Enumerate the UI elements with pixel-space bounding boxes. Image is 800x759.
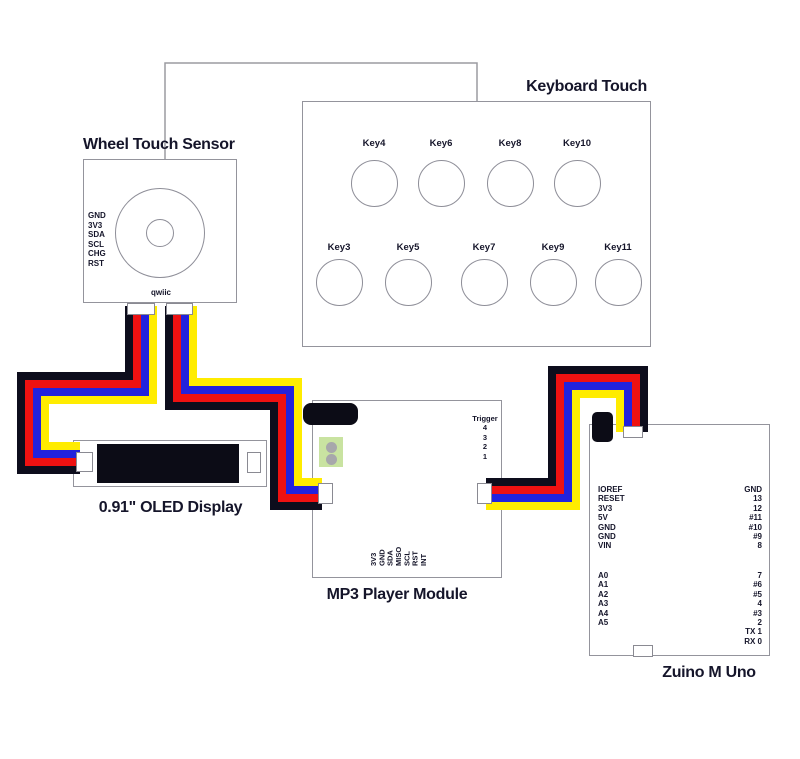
- pin-label: #3: [753, 608, 762, 618]
- pin-label: 3V3: [598, 503, 613, 513]
- pin-label: 4: [757, 599, 762, 609]
- mp3-audio-jack: [303, 403, 358, 425]
- wheel-pin-label: CHG: [88, 249, 106, 259]
- mp3-trigger-pins: 4 3 2 1: [455, 423, 515, 461]
- mp3-player-title: MP3 Player Module: [326, 586, 468, 603]
- trigger-pin-label: 1: [482, 451, 488, 461]
- pin-label: #5: [753, 589, 762, 599]
- pin-label: IOREF: [598, 485, 623, 494]
- wheel-qwiic-connector-left: [127, 303, 155, 315]
- zuino-digital-pins-top: GND 13 12 #11 #10 #9 8: [702, 485, 762, 551]
- pin-label: #10: [748, 522, 762, 532]
- pin-label: 7: [757, 571, 762, 580]
- wheel-pin-label: SCL: [88, 239, 104, 249]
- trigger-pin-label: 4: [482, 423, 488, 432]
- pin-label: A0: [598, 571, 609, 580]
- terminal-hole: [325, 453, 337, 465]
- key-label: Key9: [541, 242, 565, 253]
- zuino-power-pins: IOREF RESET 3V3 5V GND GND VIN: [598, 485, 625, 551]
- mp3-connector-left: [318, 483, 333, 504]
- pin-label: GND: [598, 522, 616, 532]
- key-pad-circle: [594, 259, 642, 306]
- key-label: Key6: [429, 138, 453, 149]
- terminal-hole: [325, 442, 337, 453]
- pin-label: 8: [757, 541, 762, 551]
- wheel-pin-label: RST: [88, 258, 104, 268]
- key-pad-circle: [553, 159, 601, 207]
- wheel-pin-label: 3V3: [88, 220, 103, 230]
- trigger-pin-label: 3: [482, 432, 488, 442]
- key-label: Key5: [396, 242, 420, 253]
- pin-label: A3: [598, 599, 609, 609]
- pin-label: GND: [744, 485, 762, 494]
- wheel-pin-label: GND: [88, 211, 106, 220]
- pin-label: #11: [749, 513, 762, 523]
- pin-label: 2: [757, 618, 762, 628]
- key-pad-circle: [460, 259, 508, 306]
- wheel-inner-circle: [145, 219, 174, 247]
- oled-display-title: 0.91" OLED Display: [98, 499, 243, 516]
- key-pad-circle: [417, 159, 465, 207]
- key-label: Key7: [472, 242, 496, 253]
- zuino-analog-pins: A0 A1 A2 A3 A4 A5: [598, 571, 608, 627]
- wheel-pin-label: SDA: [88, 230, 105, 240]
- oled-connector-right: [247, 452, 261, 473]
- qwiic-connector-label: qwiic: [150, 288, 171, 297]
- wheel-touch-sensor-title: Wheel Touch Sensor: [83, 136, 235, 153]
- pin-label: TX 1: [745, 627, 762, 637]
- wheel-qwiic-connector-right: [166, 303, 193, 315]
- zuino-connector-top: [623, 426, 643, 438]
- pin-label: RESET: [598, 494, 625, 504]
- mp3-connector-right: [477, 483, 492, 504]
- pin-label: A4: [598, 608, 609, 618]
- key-label: Key10: [563, 138, 591, 149]
- pin-label: 12: [753, 503, 762, 513]
- key-pad-circle: [315, 259, 363, 306]
- zuino-digital-pins-bottom: 7 #6 #5 4 #3 2 TX 1 RX 0: [702, 571, 762, 646]
- wheel-to-keyboard-signal-line: [164, 62, 478, 159]
- oled-connector-left: [76, 452, 93, 472]
- key-pad-circle: [529, 259, 577, 306]
- pin-label: GND: [598, 532, 616, 542]
- key-label: Key11: [604, 242, 632, 253]
- keyboard-touch-board: [302, 101, 651, 347]
- trigger-pin-label: 2: [482, 442, 488, 451]
- pin-label: RX 0: [744, 636, 762, 646]
- key-pad-circle: [350, 159, 398, 207]
- pin-label: 13: [753, 494, 762, 504]
- pin-label: A2: [598, 589, 609, 599]
- zuino-usb-port: [592, 412, 613, 442]
- keyboard-touch-title: Keyboard Touch: [526, 78, 647, 95]
- pin-label: #9: [753, 532, 762, 542]
- wheel-pin-labels: GND 3V3 SDA SCL CHG RST: [88, 211, 106, 269]
- zuino-title: Zuino M Uno: [662, 664, 756, 681]
- key-label: Key4: [362, 138, 386, 149]
- key-label: Key3: [327, 242, 351, 253]
- pin-label: #6: [753, 580, 762, 590]
- oled-screen: [97, 444, 239, 483]
- pin-label: VIN: [598, 541, 612, 551]
- key-pad-circle: [486, 159, 534, 207]
- key-label: Key8: [498, 138, 522, 149]
- pin-label: A5: [598, 618, 609, 628]
- pin-label: A1: [598, 580, 609, 590]
- zuino-connector-bottom: [633, 645, 653, 657]
- pin-label: 5V: [598, 513, 608, 523]
- mp3-trigger-label: Trigger: [472, 414, 498, 423]
- key-pad-circle: [384, 259, 432, 306]
